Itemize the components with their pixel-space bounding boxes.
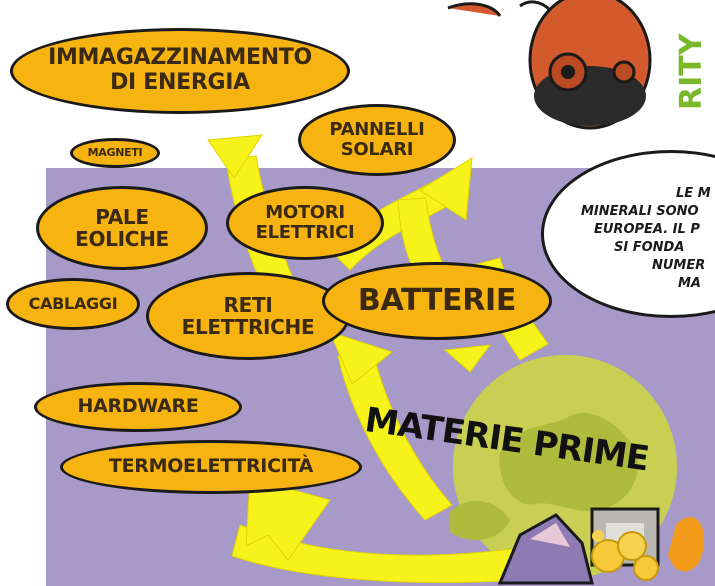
- speech-line-6: MA: [678, 276, 701, 291]
- bubble-pale-eoliche: PALE EOLICHE: [36, 186, 208, 270]
- bubble-cablaggi: CABLAGGI: [6, 278, 140, 330]
- bubble-immagazzinamento: IMMAGAZZINAMENTO DI ENERGIA: [10, 28, 350, 114]
- brand-logo: RITY: [674, 33, 709, 110]
- speech-line-3: EUROPEA. IL P: [594, 222, 700, 237]
- speech-line-4: SI FONDA: [614, 240, 685, 255]
- speech-line-5: NUMER: [652, 258, 706, 273]
- bubble-termoelettricita: TERMOELETTRICITÀ: [60, 440, 362, 494]
- bubble-pannelli-solari: PANNELLI SOLARI: [298, 104, 456, 176]
- speech-line-1: LE M: [676, 186, 711, 201]
- bubble-reti-elettriche: RETI ELETTRICHE: [146, 272, 350, 360]
- bubble-batterie: BATTERIE: [322, 262, 552, 340]
- bubble-motori-elettrici: MOTORI ELETTRICI: [226, 186, 384, 260]
- bubble-hardware: HARDWARE: [34, 382, 242, 432]
- robot-character-icon: [447, 0, 652, 130]
- speech-line-2: MINERALI SONO: [581, 204, 699, 219]
- bubble-magneti: MAGNETI: [70, 138, 160, 168]
- gold-nuggets-icon: [591, 530, 659, 581]
